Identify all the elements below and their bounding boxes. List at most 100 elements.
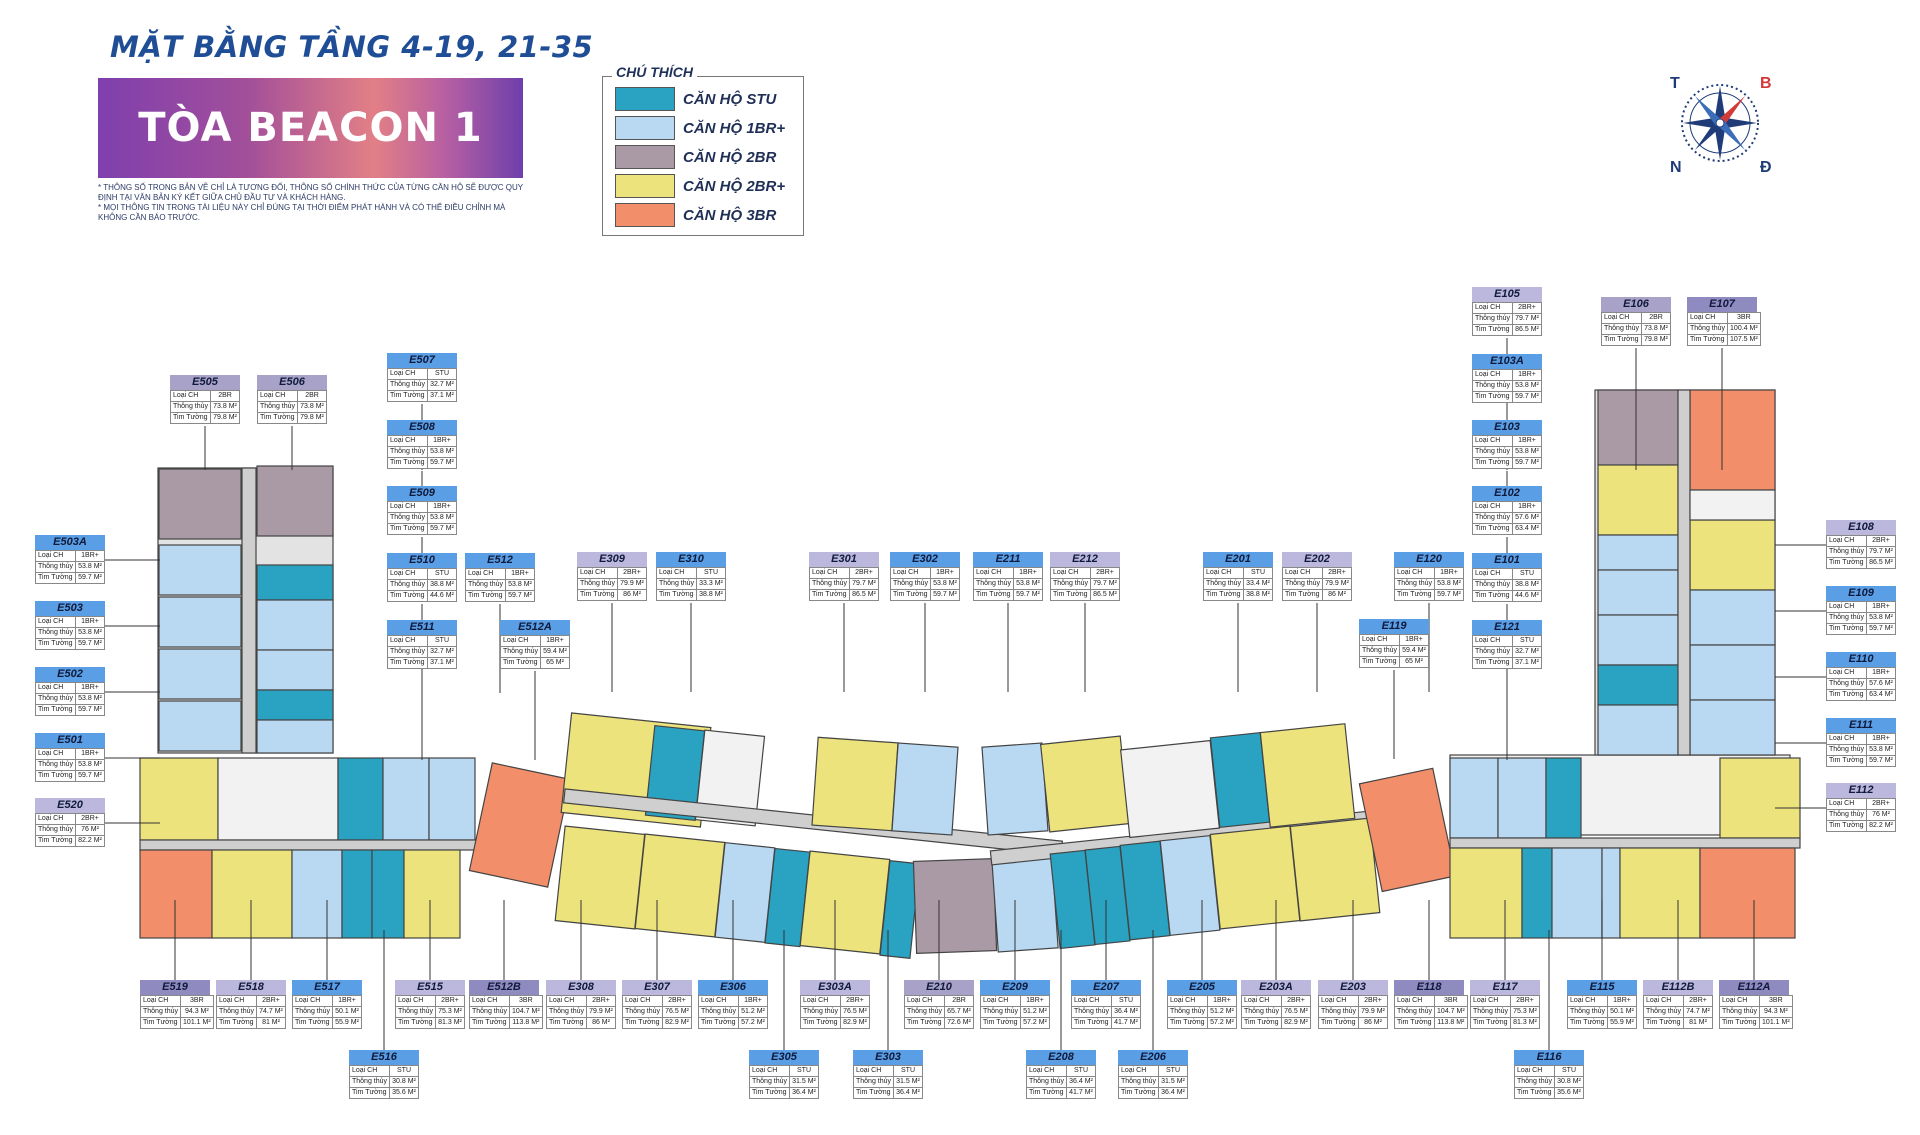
unit-type: STU <box>1554 1065 1584 1077</box>
unit-E203A <box>1209 825 1301 930</box>
unit-gross-area: 82.2 M² <box>1866 820 1896 832</box>
unit-type: 1BR+ <box>1512 369 1542 381</box>
gross-label: Tim Tường <box>386 523 429 535</box>
unit-net-area: 76 M² <box>1866 809 1896 821</box>
unit-type: 3BR <box>1434 995 1468 1007</box>
unit-type: 2BR <box>944 995 974 1007</box>
plan-shapes <box>139 389 1801 959</box>
net-label: Thông thủy <box>1566 1006 1609 1018</box>
unit-net-area: 31.5 M² <box>893 1076 923 1088</box>
net-label: Thông thủy <box>34 693 77 705</box>
unit-card-id: E103 <box>1472 420 1542 435</box>
gross-label: Tim Tường <box>386 657 429 669</box>
gross-label: Tim Tường <box>1471 457 1514 469</box>
unit-type: 2BR+ <box>435 995 465 1007</box>
compass-b: B <box>1760 75 1772 92</box>
unit-type: 1BR+ <box>738 995 768 1007</box>
net-label: Thông thủy <box>386 446 429 458</box>
type-label: Loại CH <box>291 995 334 1007</box>
unit-card-id: E103A <box>1472 354 1542 369</box>
disclaimer-notes: * THÔNG SỐ TRONG BẢN VẼ CHỈ LÀ TƯƠNG ĐỐI… <box>98 183 530 223</box>
unit-net-area: 53.8 M² <box>1434 578 1464 590</box>
net-label: Thông thủy <box>139 1006 182 1018</box>
unit-type: 2BR+ <box>617 567 647 579</box>
unit-type: 2BR+ <box>256 995 286 1007</box>
type-label: Loại CH <box>386 501 429 513</box>
type-label: Loại CH <box>1317 995 1360 1007</box>
unit-card-id: E211 <box>973 552 1043 567</box>
net-label: Thông thủy <box>34 824 77 836</box>
unit-net-area: 79.7 M² <box>849 578 879 590</box>
unit-net-area: 53.8 M² <box>1866 612 1896 624</box>
gross-label: Tim Tường <box>748 1087 791 1099</box>
type-label: Loại CH <box>655 567 698 579</box>
net-label: Thông thủy <box>979 1006 1022 1018</box>
gross-label: Tim Tường <box>576 589 619 601</box>
unit-type: 1BR+ <box>1866 667 1896 679</box>
type-label: Loại CH <box>1393 995 1436 1007</box>
unit-E516-top <box>337 757 384 841</box>
unit-card-id: E201 <box>1203 552 1273 567</box>
unit-card-id: E303 <box>853 1050 923 1065</box>
gross-label: Tim Tường <box>1471 391 1514 403</box>
unit-E115 <box>1551 847 1603 939</box>
net-label: Thông thủy <box>468 1006 511 1018</box>
unit-card-id: E519 <box>140 980 210 995</box>
unit-gross-area: 59.7 M² <box>1434 589 1464 601</box>
unit-gross-area: 55.9 M² <box>332 1017 362 1029</box>
gross-label: Tim Tường <box>1471 657 1514 669</box>
type-label: Loại CH <box>464 568 507 580</box>
unit-card-id: E207 <box>1071 980 1141 995</box>
unit-net-area: 36.4 M² <box>1111 1006 1141 1018</box>
type-label: Loại CH <box>1358 634 1401 646</box>
gross-label: Tim Tường <box>972 589 1015 601</box>
unit-E211 <box>981 742 1049 836</box>
type-label: Loại CH <box>386 568 429 580</box>
unit-card-id: E309 <box>577 552 647 567</box>
unit-type: STU <box>1158 1065 1188 1077</box>
unit-card-id: E120 <box>1394 552 1464 567</box>
unit-card-id: E520 <box>35 798 105 813</box>
gross-label: Tim Tường <box>394 1017 437 1029</box>
type-label: Loại CH <box>139 995 182 1007</box>
gross-label: Tim Tường <box>256 412 299 424</box>
type-label: Loại CH <box>1070 995 1113 1007</box>
unit-type: STU <box>1243 567 1273 579</box>
unit-gross-area: 35.6 M² <box>1554 1087 1584 1099</box>
unit-E202 <box>1259 723 1356 828</box>
type-label: Loại CH <box>1471 369 1514 381</box>
type-label: Loại CH <box>1393 567 1436 579</box>
gross-label: Tim Tường <box>1358 656 1401 668</box>
gross-label: Tim Tường <box>34 704 77 716</box>
type-label: Loại CH <box>545 995 588 1007</box>
unit-type: 1BR+ <box>427 435 457 447</box>
unit-gross-area: 59.7 M² <box>75 638 105 650</box>
building-banner: TÒA BEACON 1 <box>98 78 523 178</box>
unit-type: 2BR+ <box>586 995 616 1007</box>
unit-card-id: E307 <box>622 980 692 995</box>
